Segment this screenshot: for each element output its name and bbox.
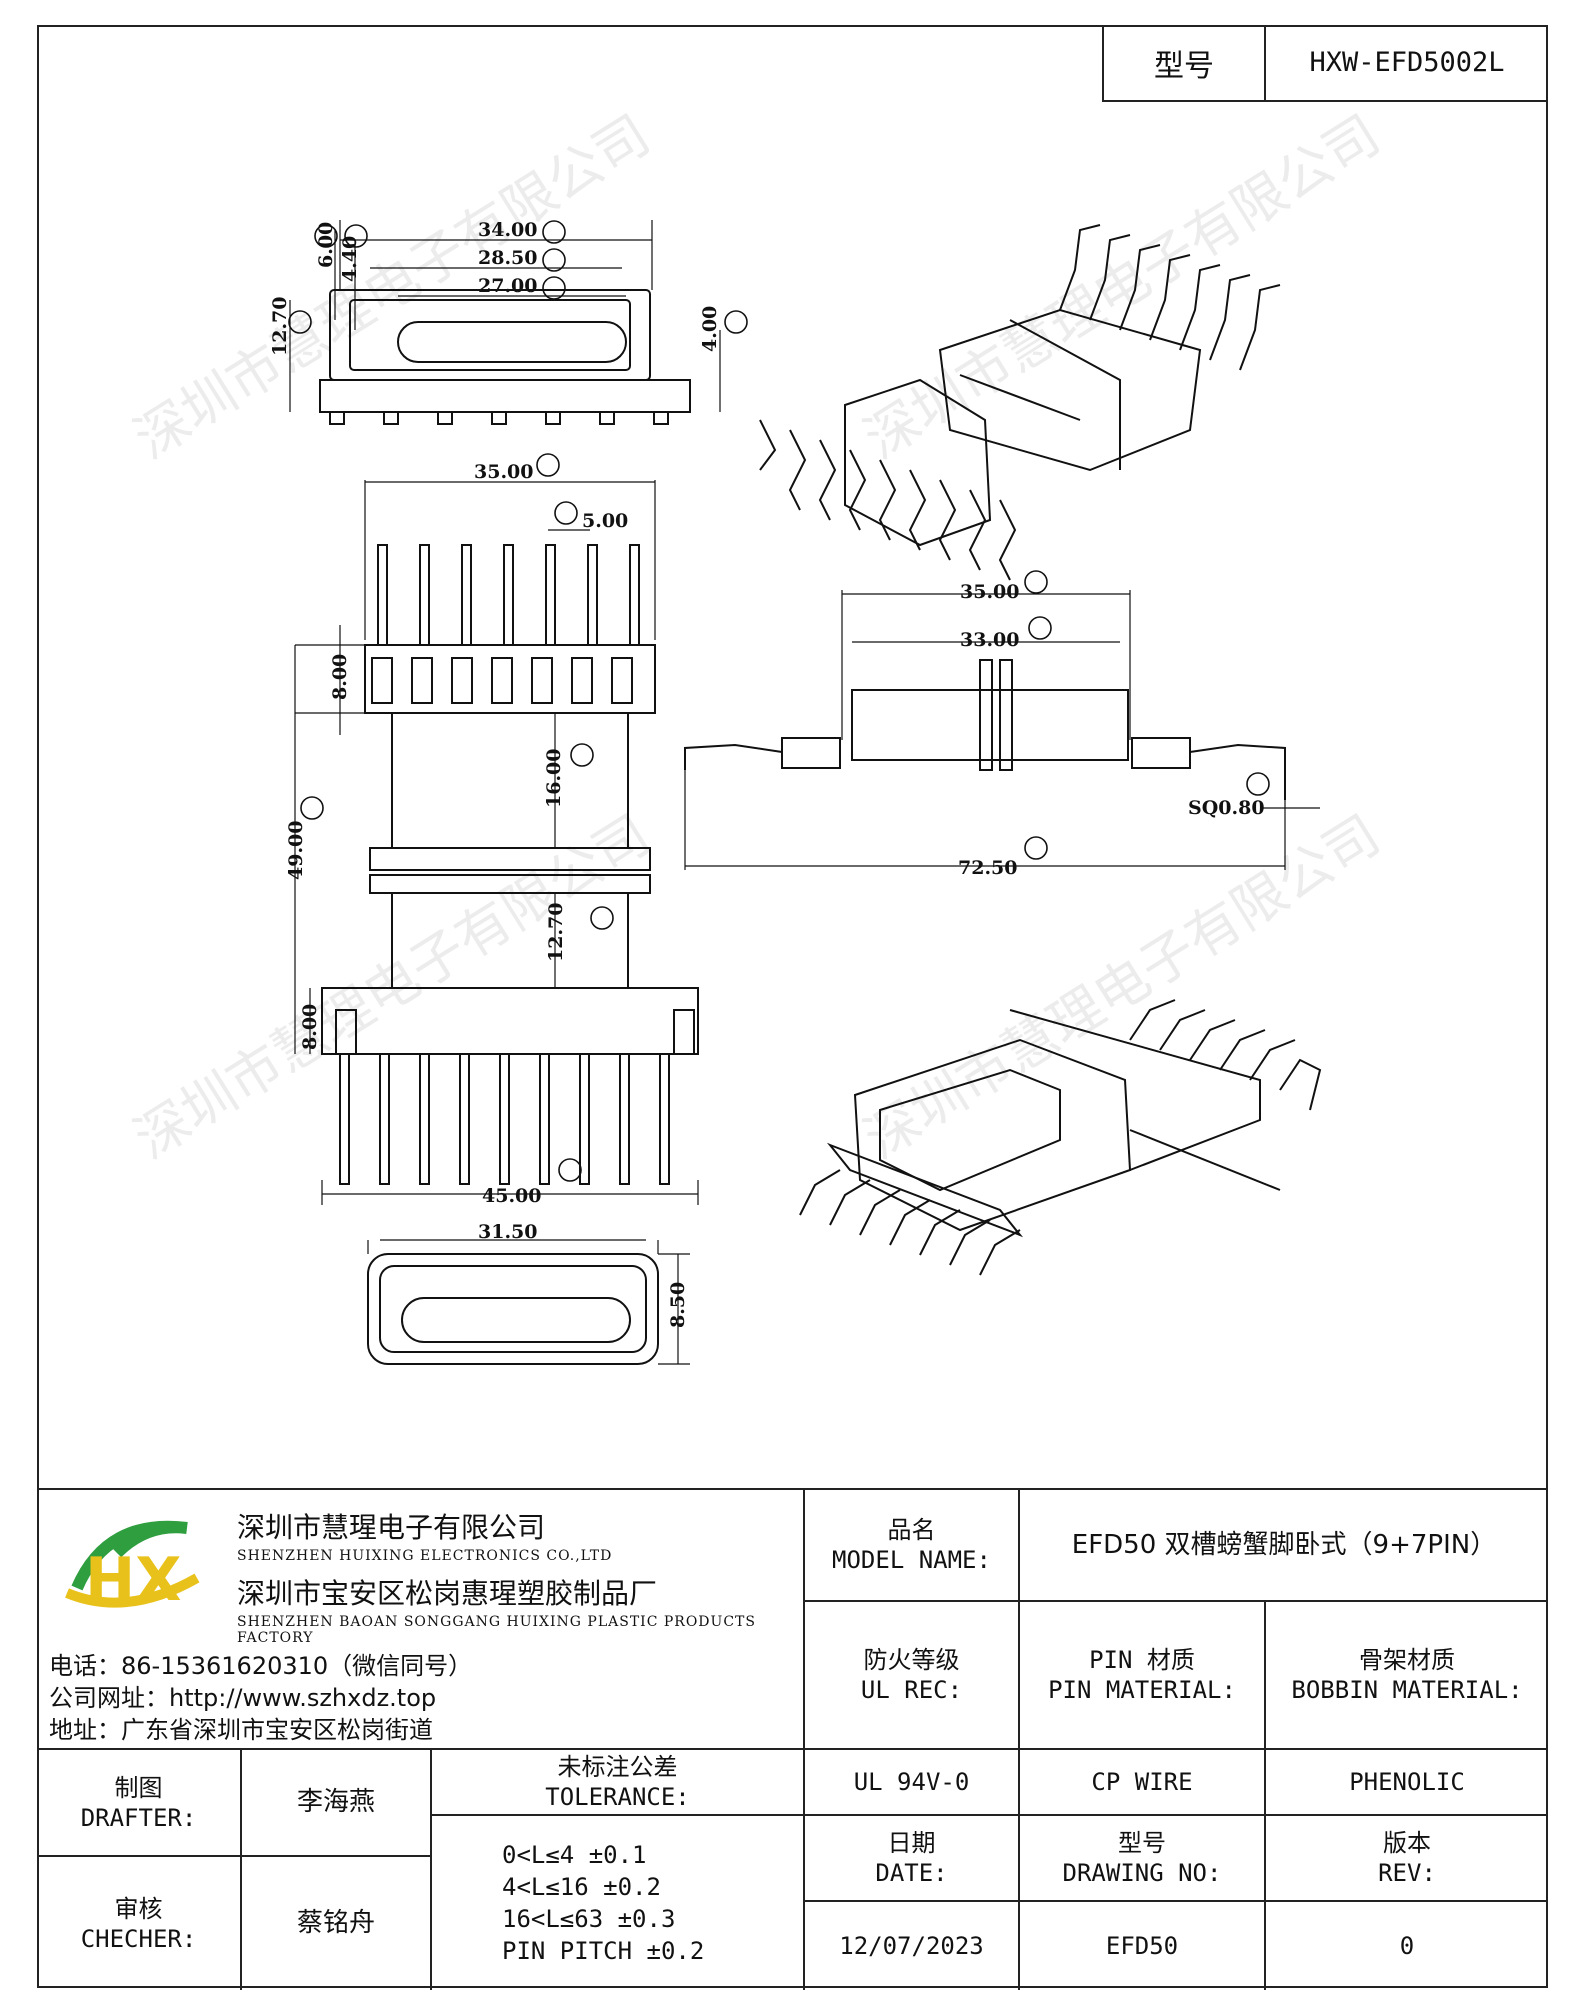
tolerance-4: PIN PITCH ±0.2 (502, 1937, 705, 1965)
dim-side-33: 33.00 (960, 629, 1020, 651)
model-label: 型号 (1104, 25, 1266, 100)
technical-drawing: 深圳市慧理电子有限公司 深圳市慧理电子有限公司 深圳市慧理电子有限公司 深圳市慧… (124, 103, 1391, 1365)
pin-material-value: CP WIRE (1020, 1750, 1266, 1816)
checker-label: 审核 CHECHER: (37, 1857, 242, 1990)
iso-view-top (759, 224, 1281, 581)
dim-front-49: 49.00 (285, 821, 307, 881)
dim-front-45: 45.00 (482, 1185, 542, 1207)
model-name-label: 品名 MODEL NAME: (805, 1490, 1020, 1602)
pin-material-label: PIN 材质 PIN MATERIAL: (1020, 1602, 1266, 1750)
tolerance-2: 4<L≤16 ±0.2 (502, 1873, 661, 1901)
dim-front-16: 16.00 (543, 749, 565, 809)
company-info: HX 深圳市慧瑆电子有限公司 SHENZHEN HUIXING ELECTRON… (37, 1490, 805, 1750)
tolerance-values: 0<L≤4 ±0.1 4<L≤16 ±0.2 16<L≤63 ±0.3 PIN … (432, 1816, 805, 1990)
tolerance-3: 16<L≤63 ±0.3 (502, 1905, 676, 1933)
dim-top-27: 27.00 (478, 275, 538, 297)
dim-top-4: 4.00 (699, 306, 721, 352)
bobbin-material-value: PHENOLIC (1266, 1750, 1548, 1816)
drafter-label: 制图 DRAFTER: (37, 1750, 242, 1857)
date-value: 12/07/2023 (805, 1902, 1020, 1990)
dim-side-35: 35.00 (960, 581, 1020, 603)
tolerance-label: 未标注公差 TOLERANCE: (432, 1750, 805, 1816)
watermark-4: 深圳市慧理电子有限公司 (854, 803, 1391, 1171)
logo-text: HX (85, 1545, 181, 1615)
side-view: 35.00 33.00 72.50 SQ0.80 (684, 570, 1320, 879)
dim-top-6: 6.00 (315, 222, 337, 268)
dim-front-35: 35.00 (474, 461, 534, 483)
dim-end-31-5: 31.50 (478, 1221, 538, 1243)
company-address: 地址：广东省深圳市宝安区松岗街道 (49, 1716, 433, 1744)
drawing-no-label: 型号 DRAWING NO: (1020, 1816, 1266, 1902)
company-name-cn: 深圳市慧瑆电子有限公司 (237, 1511, 546, 1544)
title-block: HX 深圳市慧瑆电子有限公司 SHENZHEN HUIXING ELECTRON… (37, 1488, 1548, 1990)
company-website: 公司网址：http://www.szhxdz.top (49, 1684, 437, 1712)
drawing-frame (37, 25, 1548, 1988)
watermark-2: 深圳市慧理电子有限公司 (854, 103, 1391, 471)
contact-info: 电话：86-15361620310（微信同号） 公司网址：http://www.… (49, 1650, 472, 1746)
drafter-value: 李海燕 (242, 1750, 432, 1857)
rev-value: 0 (1399, 1932, 1415, 1960)
front-view: 35.00 5.00 (285, 453, 699, 1207)
ul-rec-label: 防火等级 UL REC: (805, 1602, 1020, 1750)
dim-top-28-5: 28.50 (478, 247, 538, 269)
dim-top-4-4: 4.40 (339, 236, 361, 282)
rev-label: 版本 REV: (1266, 1816, 1548, 1902)
top-view: 34.00 28.50 27.00 6.00 4.40 12.70 4.00 (269, 219, 748, 425)
checker-value: 蔡铭舟 (242, 1857, 432, 1990)
company-phone: 电话：86-15361620310（微信同号） (49, 1652, 473, 1680)
company-name-en: SHENZHEN HUIXING ELECTRONICS CO.,LTD (237, 1548, 613, 1564)
factory-name-cn: 深圳市宝安区松岗惠瑆塑胶制品厂 (237, 1577, 658, 1610)
dim-end-8-5: 8.50 (667, 1282, 689, 1328)
tolerance-1: 0<L≤4 ±0.1 (502, 1841, 647, 1869)
dim-top-12-7: 12.70 (269, 297, 291, 357)
dim-front-8-top: 8.00 (329, 654, 351, 700)
model-value: HXW-EFD5002L (1309, 47, 1505, 78)
dim-side-sq: SQ0.80 (1188, 797, 1265, 819)
iso-view-bottom (799, 999, 1322, 1276)
dim-front-8-bottom: 8.00 (299, 1004, 321, 1050)
dim-front-12-7: 12.70 (545, 903, 567, 963)
watermark-1: 深圳市慧理电子有限公司 (124, 103, 661, 471)
drawing-no-value: EFD50 (1020, 1902, 1266, 1990)
bobbin-material-label: 骨架材质 BOBBIN MATERIAL: (1266, 1602, 1548, 1750)
date-label: 日期 DATE: (805, 1816, 1020, 1902)
dim-side-72-5: 72.50 (958, 857, 1018, 879)
company-logo-icon: HX (65, 1520, 200, 1615)
factory-name-en: SHENZHEN BAOAN SONGGANG HUIXING PLASTIC … (237, 1614, 756, 1646)
ul-value: UL 94V-0 (805, 1750, 1020, 1816)
end-view: 31.50 8.50 (367, 1221, 690, 1365)
model-name-value: EFD50 双槽螃蟹脚卧式（9+7PIN） (1020, 1490, 1548, 1602)
model-header: 型号 HXW-EFD5002L (1102, 25, 1548, 102)
dim-front-5: 5.00 (582, 510, 628, 532)
dim-top-34: 34.00 (478, 219, 538, 241)
